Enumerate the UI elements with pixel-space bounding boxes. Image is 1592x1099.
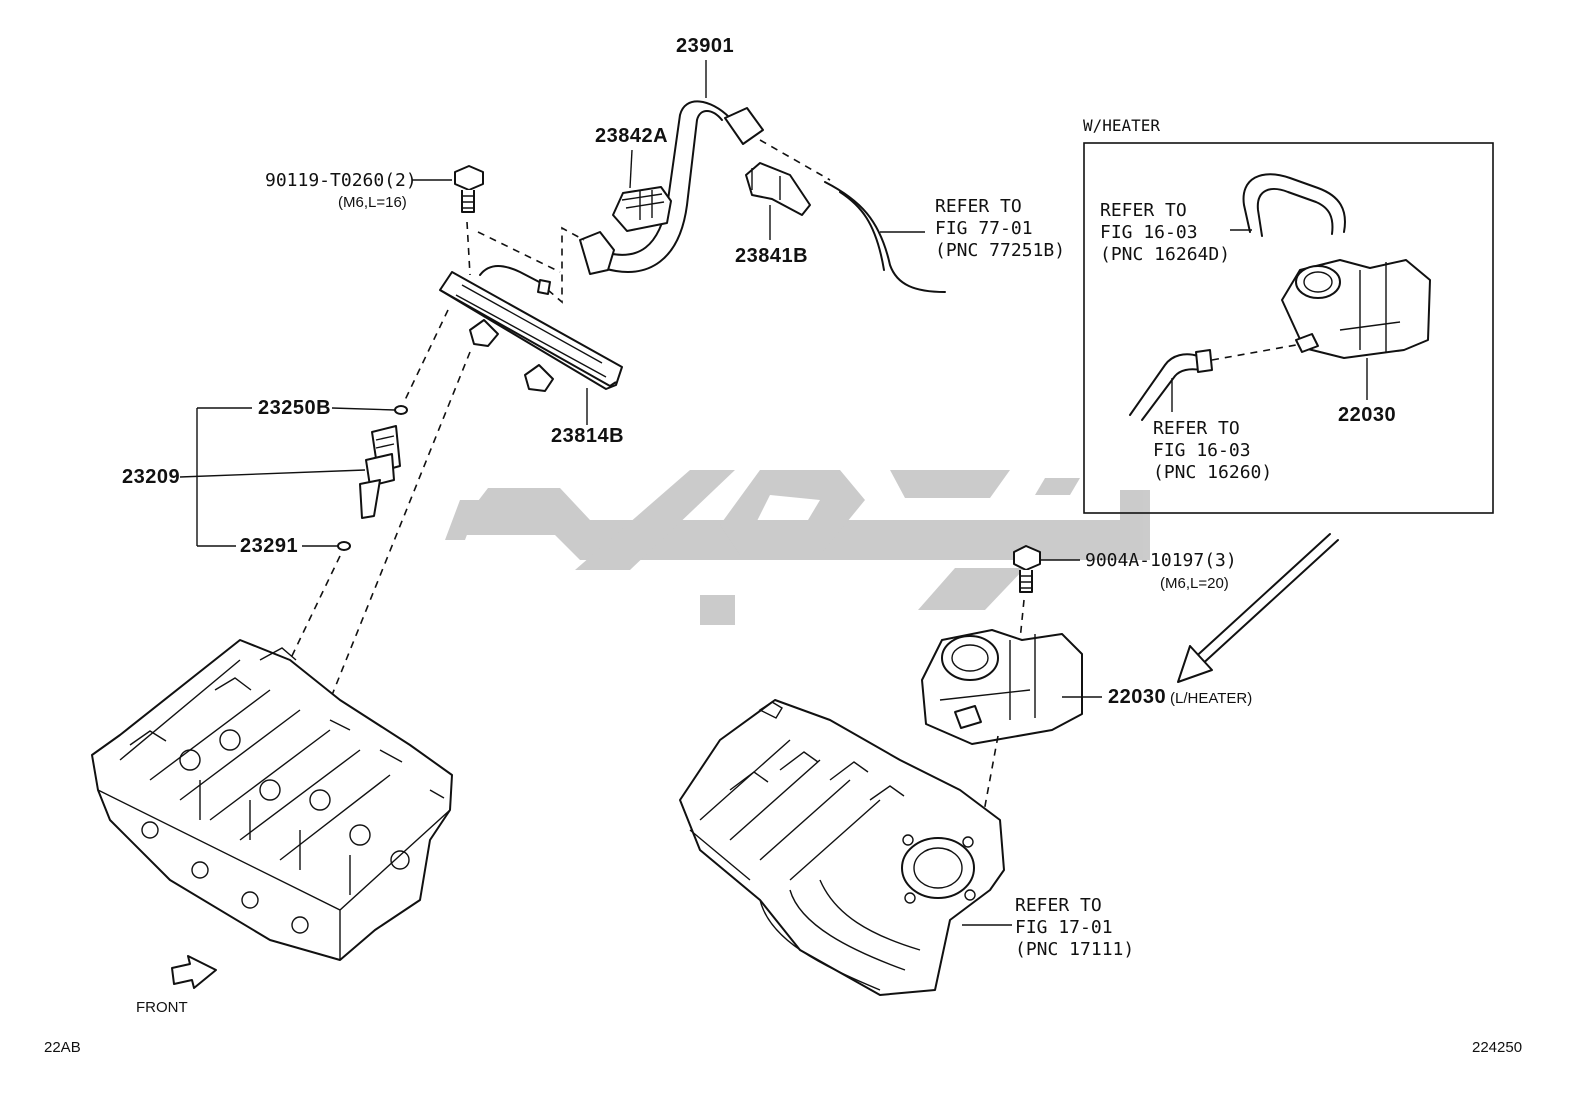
reference-fig77-line2: FIG 77-01 (935, 218, 1033, 239)
callout-23814B: 23814B (551, 425, 625, 447)
reference-fig17-line1: REFER TO (1015, 895, 1102, 916)
reference-fig77: REFER TO FIG 77-01 (PNC 77251B) (935, 198, 1065, 260)
callout-23901: 23901 (676, 35, 735, 57)
reference-fig17-line2: FIG 17-01 (1015, 917, 1113, 938)
bolt-9004A (1013, 545, 1080, 593)
reference-fig16a: REFER TO FIG 16-03 (PNC 16264D) (1100, 202, 1230, 264)
cylinder-head (91, 639, 453, 961)
reference-fig17: REFER TO FIG 17-01 (PNC 17111) (1015, 897, 1134, 959)
callout-bolt-90119: 90119-T0260(2) (265, 170, 417, 191)
bolt-90119-spec: (M6,L=16) (338, 194, 407, 211)
heater-box-title: W/HEATER (1083, 116, 1161, 135)
reference-fig77-line3: (PNC 77251B) (935, 240, 1066, 261)
callout-22030-noheater: 22030 (1108, 686, 1167, 708)
fuel-rail-23814B (439, 265, 623, 425)
throttle-body-22030 (921, 629, 1102, 745)
callout-22030-heater: 22030 (1338, 404, 1397, 426)
callout-23841B: 23841B (735, 245, 809, 267)
variant-pointer-arrow (1177, 533, 1339, 683)
callout-bolt-9004A: 9004A-10197(3) (1085, 550, 1237, 571)
reference-fig16b: REFER TO FIG 16-03 (PNC 16260) (1153, 420, 1272, 482)
reference-fig16b-line1: REFER TO (1153, 418, 1240, 439)
reference-fig16a-line3: (PNC 16264D) (1100, 244, 1231, 265)
injector-23209 (337, 405, 408, 551)
clamp-23841B (745, 162, 811, 240)
callout-23842A: 23842A (595, 125, 669, 147)
intake-manifold (679, 699, 1012, 996)
bolt-90119 (412, 165, 484, 213)
callout-22030-noheater-note: (L/HEATER) (1170, 690, 1253, 707)
figure-number: 224250 (1472, 1039, 1523, 1056)
reference-fig16a-line2: FIG 16-03 (1100, 222, 1198, 243)
fuel-hose-23901 (579, 60, 764, 275)
callout-23250B: 23250B (258, 397, 332, 419)
front-arrow-icon (171, 955, 217, 989)
watermark-logo (445, 470, 1150, 625)
reference-fig17-line3: (PNC 17111) (1015, 939, 1135, 960)
bolt-9004A-spec: (M6,L=20) (1160, 575, 1229, 592)
sheet-code: 22AB (44, 1039, 81, 1056)
heater-hose-lower (1129, 349, 1213, 421)
reference-fig16a-line1: REFER TO (1100, 200, 1187, 221)
callout-23291: 23291 (240, 535, 299, 557)
reference-fig77-line1: REFER TO (935, 196, 1022, 217)
reference-fig16b-line2: FIG 16-03 (1153, 440, 1251, 461)
reference-fig16b-line3: (PNC 16260) (1153, 462, 1273, 483)
bracket-23209 (179, 407, 396, 547)
callout-23209: 23209 (122, 466, 181, 488)
clip-23842A (612, 149, 672, 232)
front-label: FRONT (136, 999, 188, 1016)
heater-throttle-body (1242, 173, 1431, 400)
hose-ref-77 (824, 181, 946, 293)
heater-variant-box (1083, 142, 1494, 514)
